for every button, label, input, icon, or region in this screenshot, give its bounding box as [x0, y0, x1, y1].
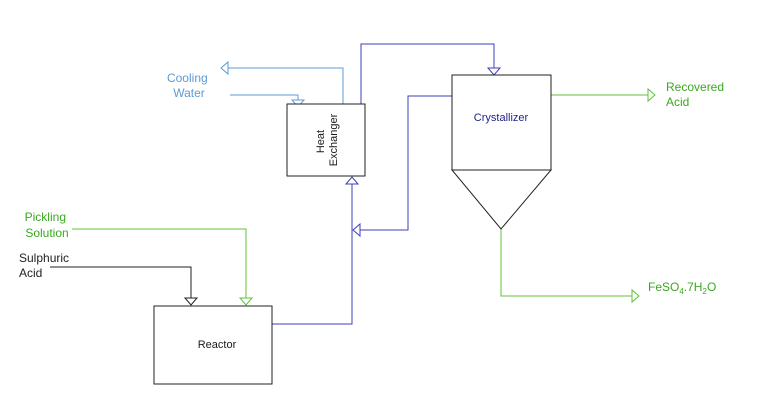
- product-label-base: FeSO: [648, 280, 679, 294]
- heat-exchanger: Heat Exchanger: [286, 103, 366, 177]
- product-label: FeSO4.7H2O: [648, 280, 716, 296]
- crystallizer-inlet-arrow: [486, 67, 502, 76]
- heat-exchanger-label-line2: Exchanger: [328, 113, 340, 166]
- heat-exchanger-box: [286, 103, 366, 177]
- crystallizer-body: [451, 74, 552, 171]
- green-streams: [72, 87, 656, 306]
- crystallizer-cone: [450, 169, 553, 230]
- recovered-acid-label-line2: Acid: [666, 95, 689, 109]
- cooling-water-label-line2: Water: [173, 86, 205, 100]
- sulphuric-acid-label-line1: Sulphuric: [19, 251, 69, 265]
- sulphuric-acid-arrow: [183, 297, 199, 306]
- sulphuric-acid-stream: [50, 266, 199, 306]
- pickling-solution-label-line1: Pickling: [25, 210, 66, 224]
- process-stream: [272, 43, 502, 325]
- reactor-to-heat-exchanger-line: [272, 184, 353, 325]
- product-line: [500, 229, 632, 297]
- sulphuric-acid-label-line2: Acid: [19, 266, 42, 280]
- sulphuric-acid-line: [50, 266, 192, 298]
- product-arrow: [631, 288, 640, 304]
- recovered-acid-arrow: [647, 87, 656, 103]
- reactor-label: Reactor: [198, 339, 237, 351]
- cooling-water-label: Cooling Water: [167, 71, 211, 100]
- sulphuric-acid-label: Sulphuric Acid: [19, 251, 72, 280]
- pickling-solution-label-line2: Solution: [25, 226, 68, 240]
- heat-exchanger-label-line1: Heat: [315, 130, 327, 153]
- cooling-water-outlet-arrow: [220, 60, 229, 76]
- cooling-water-stream: [220, 60, 344, 108]
- reactor: Reactor: [153, 305, 273, 385]
- product-label-sub1: 4: [679, 287, 684, 296]
- product-label-sub2: 2: [702, 287, 707, 296]
- crystallizer-label: Crystallizer: [474, 112, 529, 124]
- cooling-water-label-line1: Cooling: [167, 71, 208, 85]
- crystallizer: Crystallizer: [450, 74, 553, 230]
- recovered-acid-label: Recovered Acid: [666, 80, 727, 109]
- product-label-mid: .7H: [684, 280, 703, 294]
- product-label-end: O: [707, 280, 716, 294]
- heat-exchanger-inlet-arrow: [344, 176, 360, 185]
- recycle-arrow: [352, 222, 361, 238]
- crystallizer-recycle-line: [360, 95, 452, 231]
- heat-exchanger-to-crystallizer-line: [360, 43, 495, 104]
- cooling-water-outlet-line: [228, 67, 344, 104]
- pickling-solution-label: Pickling Solution: [25, 210, 70, 240]
- pickling-solution-arrow: [238, 297, 254, 306]
- cooling-water-inlet-line: [230, 94, 299, 100]
- recovered-acid-label-line1: Recovered: [666, 80, 724, 94]
- reactor-box: [153, 305, 273, 385]
- pickling-solution-line: [72, 228, 247, 298]
- heat-exchanger-label: Heat Exchanger: [315, 113, 340, 166]
